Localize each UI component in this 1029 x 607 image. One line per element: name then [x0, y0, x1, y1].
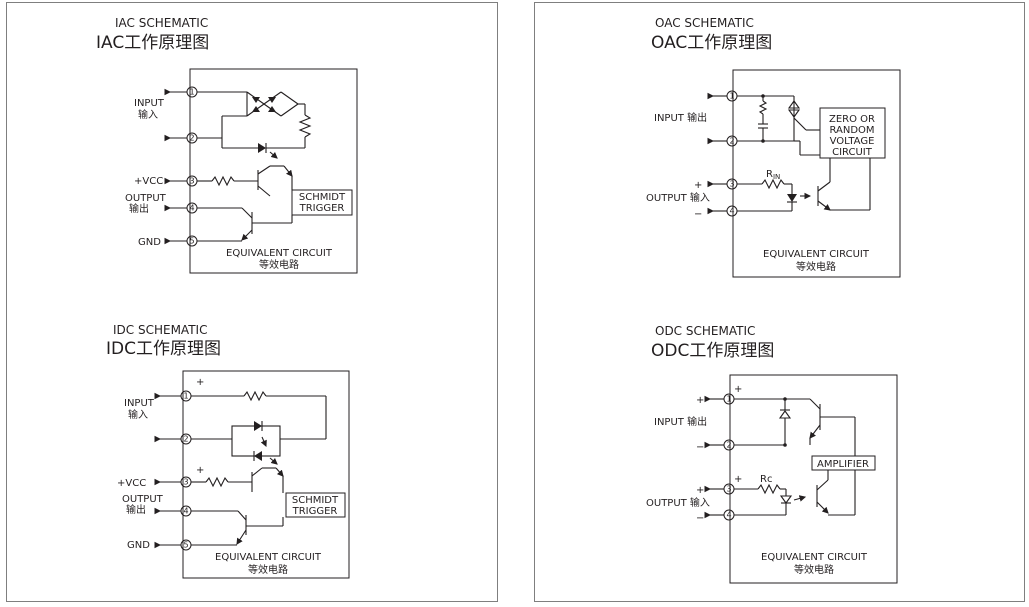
odc-input-network: [734, 397, 856, 456]
odc-schematic: ODC SCHEMATIC ODC工作原理图 1 2 3 4 INPUT 输出 …: [646, 324, 898, 584]
odc-output-label: OUTPUT 输入: [646, 496, 710, 509]
idc-pin-3-label: 3: [183, 478, 188, 487]
iac-input-label: INPUT: [134, 98, 165, 109]
iac-schmidt-trigger: [291, 189, 353, 216]
oac-zc-line-3: VOLTAGE: [830, 136, 875, 147]
idc-plus-3: +: [196, 465, 204, 476]
oac-minus: −: [694, 209, 702, 220]
oac-snubber-and-triac: [737, 94, 820, 156]
iac-vcc-network: [197, 165, 293, 197]
idc-trigger-line-2: TRIGGER: [292, 506, 338, 517]
oac-pin-2-label: 2: [729, 137, 734, 146]
idc-gnd-label: GND: [127, 540, 150, 551]
iac-pin-4-label: 4: [189, 204, 194, 213]
odc-rc-label: Rc: [760, 474, 772, 485]
oac-rin-label: RIN: [766, 169, 780, 181]
iac-pin-1-label: 1: [189, 88, 194, 97]
idc-output-zh-label: 输出: [126, 503, 146, 516]
oac-pin-1-label: 1: [729, 92, 734, 101]
odc-input-label: INPUT 输出: [654, 415, 707, 428]
oac-title: OAC工作原理图: [651, 33, 772, 53]
iac-trigger-line-1: SCHMIDT: [299, 192, 346, 203]
idc-pin-4-label: 4: [183, 507, 188, 516]
odc-pin-2-label: 2: [726, 441, 731, 450]
odc-pin-3-label: 3: [726, 485, 731, 494]
oac-zc-line-2: RANDOM: [829, 125, 874, 136]
odc-footer: EQUIVALENT CIRCUIT: [761, 552, 868, 563]
idc-input-zh-label: 输入: [128, 408, 148, 421]
iac-footer: EQUIVALENT CIRCUIT: [226, 248, 333, 259]
oac-plus: +: [694, 180, 702, 191]
iac-output-transistor: [197, 207, 293, 242]
odc-plus-3: +: [696, 485, 704, 496]
idc-trigger-line-1: SCHMIDT: [292, 495, 339, 506]
idc-schematic: IDC SCHEMATIC IDC工作原理图 1 2 3 4 5 + + INP…: [106, 323, 350, 579]
iac-terminals: 1 2 3 4 5: [164, 86, 198, 247]
oac-footer-zh: 等效电路: [796, 260, 836, 273]
odc-equivalent-box: [729, 374, 898, 584]
idc-vcc-network: [191, 467, 284, 493]
iac-pin-5-label: 5: [189, 237, 194, 246]
odc-amplifier: [811, 455, 876, 471]
oac-footer: EQUIVALENT CIRCUIT: [763, 249, 870, 260]
oac-pin-3-label: 3: [729, 180, 734, 189]
iac-title: IAC工作原理图: [96, 33, 209, 53]
idc-pin-1-label: 1: [183, 392, 188, 401]
odc-title: ODC工作原理图: [651, 341, 774, 361]
idc-output-label: OUTPUT: [122, 494, 164, 505]
oac-zc-line-4: CIRCUIT: [832, 147, 873, 158]
iac-input-zh-label: 输入: [138, 108, 158, 121]
iac-output-zh-label: 输出: [129, 202, 149, 215]
oac-subtitle: OAC SCHEMATIC: [655, 16, 754, 30]
odc-box-plus-3: +: [734, 474, 742, 485]
odc-minus-4: −: [696, 513, 704, 524]
iac-vcc-label: +VCC: [134, 176, 163, 187]
right-panel: [534, 2, 1025, 602]
idc-plus-1: +: [196, 377, 204, 388]
iac-pin-3-label: 3: [189, 177, 194, 186]
oac-schematic: OAC SCHEMATIC OAC工作原理图 1 2 3 4 INPUT 输出 …: [646, 16, 901, 278]
odc-box-plus-1: +: [734, 384, 742, 395]
oac-output-label: OUTPUT 输入: [646, 191, 710, 204]
idc-footer-zh: 等效电路: [248, 563, 288, 576]
iac-subtitle: IAC SCHEMATIC: [115, 16, 208, 30]
idc-input-network: [191, 390, 327, 465]
iac-schematic: IAC SCHEMATIC IAC工作原理图 1 2 3 4 5 INPUT 输…: [96, 16, 358, 274]
odc-pin-1-label: 1: [726, 395, 731, 404]
oac-output-network: [737, 158, 871, 212]
oac-zc-line-1: ZERO OR: [829, 114, 875, 125]
oac-input-label: INPUT 输出: [654, 111, 707, 124]
iac-pin-2-label: 2: [189, 134, 194, 143]
idc-input-label: INPUT: [124, 398, 155, 409]
iac-gnd-label: GND: [138, 237, 161, 248]
idc-output-transistor: [191, 510, 284, 546]
odc-output-network: [734, 470, 856, 516]
odc-pin-4-label: 4: [726, 511, 731, 520]
idc-schmidt-trigger: [285, 492, 346, 518]
idc-pin-2-label: 2: [183, 435, 188, 444]
oac-pin-4-label: 4: [729, 207, 734, 216]
iac-output-label: OUTPUT: [125, 193, 167, 204]
idc-pin-5-label: 5: [183, 541, 188, 550]
odc-plus-1: +: [696, 395, 704, 406]
idc-subtitle: IDC SCHEMATIC: [113, 323, 207, 337]
odc-subtitle: ODC SCHEMATIC: [655, 324, 755, 338]
iac-equivalent-box: [189, 68, 358, 274]
idc-vcc-label: +VCC: [117, 478, 146, 489]
iac-bridge-rectifier: [197, 91, 312, 159]
odc-amplifier-label: AMPLIFIER: [817, 459, 869, 470]
idc-title: IDC工作原理图: [106, 339, 221, 359]
odc-footer-zh: 等效电路: [794, 563, 834, 576]
idc-footer: EQUIVALENT CIRCUIT: [215, 552, 322, 563]
iac-trigger-line-2: TRIGGER: [299, 203, 345, 214]
iac-footer-zh: 等效电路: [259, 258, 299, 271]
left-panel: [6, 2, 498, 602]
idc-terminals: 1 2 3 4 5: [154, 390, 192, 551]
odc-minus-2: −: [696, 442, 704, 453]
idc-equivalent-box: [182, 370, 350, 579]
oac-equivalent-box: [732, 69, 901, 278]
oac-zero-crossing-circuit: [819, 107, 886, 159]
